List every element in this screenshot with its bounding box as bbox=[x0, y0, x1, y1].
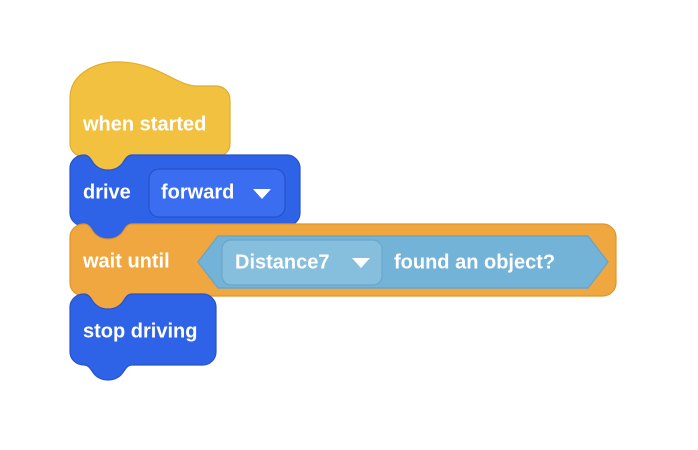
block-stop-driving[interactable]: stop driving bbox=[69, 293, 217, 381]
stop-driving-label: stop driving bbox=[83, 320, 197, 342]
direction-dropdown-value: forward bbox=[161, 181, 234, 203]
wait-until-label: wait until bbox=[82, 250, 170, 272]
drive-label: drive bbox=[83, 181, 131, 203]
stop-driving-shape[interactable] bbox=[69, 293, 217, 381]
when-started-label: when started bbox=[82, 113, 206, 135]
sensor-dropdown-bg[interactable] bbox=[221, 239, 383, 286]
block-drive[interactable]: drive forward bbox=[69, 154, 301, 242]
sensor-dropdown[interactable]: Distance7 bbox=[221, 239, 383, 286]
found-an-object-label: found an object? bbox=[394, 251, 555, 273]
sensor-dropdown-value: Distance7 bbox=[235, 251, 330, 273]
direction-dropdown-bg[interactable] bbox=[148, 168, 286, 218]
chevron-down-icon[interactable] bbox=[352, 258, 370, 268]
direction-dropdown[interactable]: forward bbox=[148, 168, 286, 218]
block-wait-until[interactable]: wait until Distance7 found an object? bbox=[69, 223, 617, 312]
chevron-down-icon[interactable] bbox=[253, 189, 271, 199]
block-found-an-object[interactable]: Distance7 found an object? bbox=[197, 235, 609, 289]
